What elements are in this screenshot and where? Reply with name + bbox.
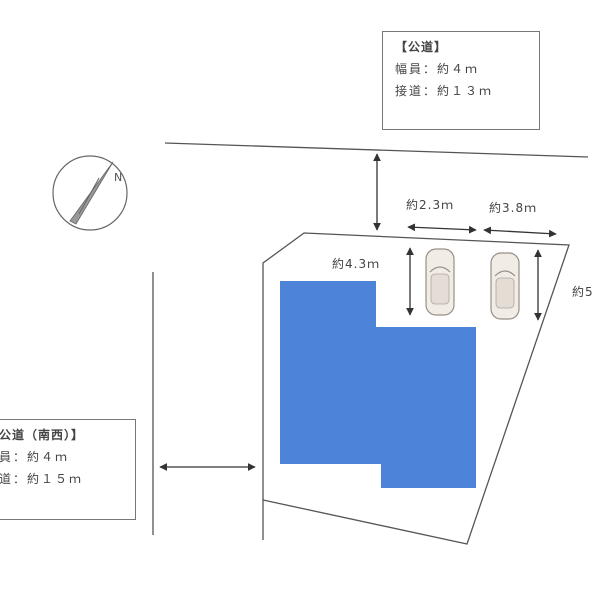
car-icon-1 bbox=[425, 248, 455, 316]
compass-icon: N bbox=[52, 155, 128, 231]
west-road-title: 公道（南西）】 bbox=[0, 428, 85, 442]
property-boundary bbox=[262, 232, 570, 545]
compass-north-label: N bbox=[114, 171, 122, 184]
parking-width-1-label: 約2.3ｍ bbox=[406, 198, 455, 212]
parking-width-arrow-2 bbox=[483, 226, 557, 238]
building-footprint bbox=[280, 281, 476, 488]
west-road-frontage: 道：約１５ｍ bbox=[0, 472, 84, 486]
right-depth-label: 約5 bbox=[572, 285, 594, 299]
north-road-width: 幅員：約４ｍ bbox=[395, 62, 480, 76]
west-road-width: 員：約４ｍ bbox=[0, 450, 70, 464]
north-road-info-box: 【公道】 幅員：約４ｍ 接道：約１３ｍ bbox=[382, 31, 540, 130]
setback-depth-label: 約4.3ｍ bbox=[332, 257, 381, 271]
west-road-info-box: 公道（南西）】 員：約４ｍ 道：約１５ｍ bbox=[0, 419, 136, 520]
car-icon-2 bbox=[490, 252, 520, 320]
north-road-title: 【公道】 bbox=[395, 40, 448, 54]
parking-width-arrow-1 bbox=[407, 223, 477, 234]
north-road-frontage: 接道：約１３ｍ bbox=[395, 84, 494, 98]
parking-width-2-label: 約3.8ｍ bbox=[489, 201, 538, 215]
north-road-edge bbox=[164, 142, 589, 158]
